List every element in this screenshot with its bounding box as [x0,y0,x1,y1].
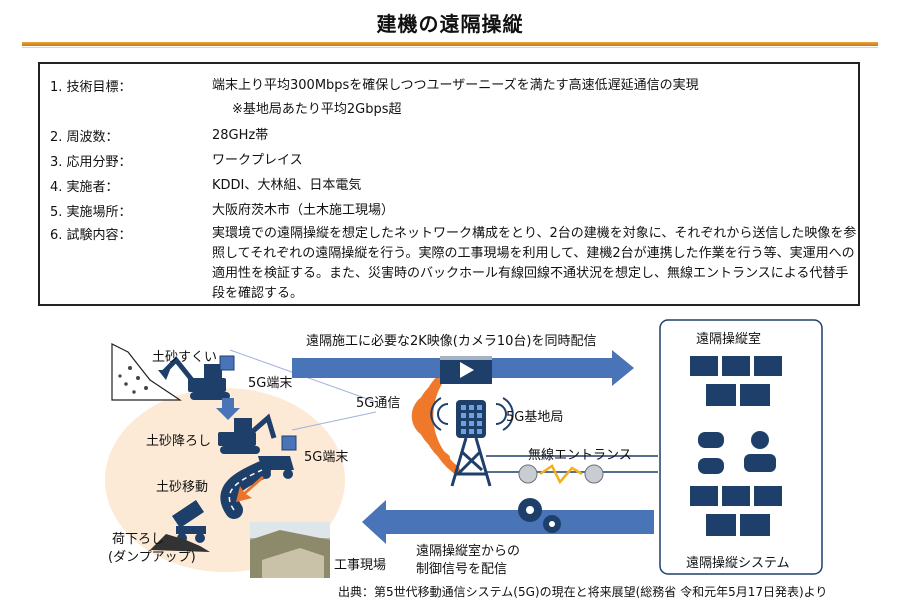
spec-table: 1. 技術目標： 端末上り平均300Mbpsを確保しつつユーザーニーズを満たす高… [38,62,860,306]
video-icon [440,356,492,384]
spec-value: ワークプレイス [212,153,303,168]
operator-icon [744,431,776,472]
spec-label: 3. 応用分野： [50,155,132,170]
spec-value: 実環境での遠隔操縦を想定したネットワーク構成をとり、2台の建機を対象に、それぞれ… [212,226,857,301]
terminal-label: 5G端末 [304,450,349,465]
dump-label-line2: (ダンプアップ) [108,550,196,565]
title-underline [22,42,878,46]
spec-label: 2. 周波数： [50,130,119,145]
dump-label-line1: 荷下ろし [112,532,165,547]
gear-icon [518,498,561,533]
control-room-label: 遠隔操縦室 [696,332,762,347]
spec-label: 1. 技術目標： [50,80,132,95]
move-arrow-icon [236,476,264,502]
gamepad-icon [698,432,724,474]
dig-label: 土砂すくい [152,350,218,365]
spec-value: 大阪府茨木市（土木施工現場） [212,203,395,218]
title-underline-shadow [22,47,878,48]
control-signal-arrow [362,500,654,544]
excavator-icon [158,356,230,400]
wireless-entrance-label: 無線エントランス [528,448,632,463]
control-room-panel [659,319,823,575]
monitor-bank-icon [690,486,782,536]
video-stream-label: 遠隔施工に必要な2K映像(カメラ10台)を同時配信 [306,334,597,349]
spec-note: ※基地局あたり平均2Gbps超 [232,102,402,117]
spec-value: KDDI、大林組、日本電気 [212,178,362,193]
5g-communication-label: 5G通信 [356,396,401,411]
rubble-icon [118,366,148,394]
base-station-label: 5G基地局 [506,410,564,425]
unload-label: 土砂降ろし [146,434,212,449]
control-signal-label-line2: 制御信号を配信 [416,562,508,577]
radio-link-line [291,411,377,431]
control-signal-label-line1: 遠隔操縦室からの [416,544,521,559]
worksite-label: 工事現場 [334,558,387,573]
haul-road [220,461,271,519]
5g-terminal-icon [281,435,297,451]
down-arrow-icon [216,398,240,420]
page-title: 建機の遠隔操縦 [376,12,524,36]
soil-pile [150,534,210,552]
slope-icon [111,343,182,401]
spec-label: 4. 実施者： [50,180,119,195]
source-caption: 出典：第5世代移動通信システム(5G)の現在と将来展望(総務省 令和元年5月17… [338,585,828,599]
monitor-bank-icon [690,356,782,406]
spec-label: 6. 試験内容： [50,228,132,243]
antenna-wave-icon [430,397,514,431]
wireless-entrance-icon [518,464,604,485]
spec-value: 28GHz帯 [212,128,269,143]
worksite-photo [250,522,330,578]
base-station-icon [450,400,492,487]
terminal-label: 5G端末 [248,376,293,391]
move-label: 土砂移動 [156,480,209,495]
5g-terminal-icon [219,355,235,371]
excavator-icon [218,413,277,454]
remote-system-label: 遠隔操縦システム [686,556,790,571]
spec-value: 端末上り平均300Mbpsを確保しつつユーザーニーズを満たす高速低遅延通信の実現 [212,78,699,93]
spec-label: 5. 実施場所： [50,205,132,220]
